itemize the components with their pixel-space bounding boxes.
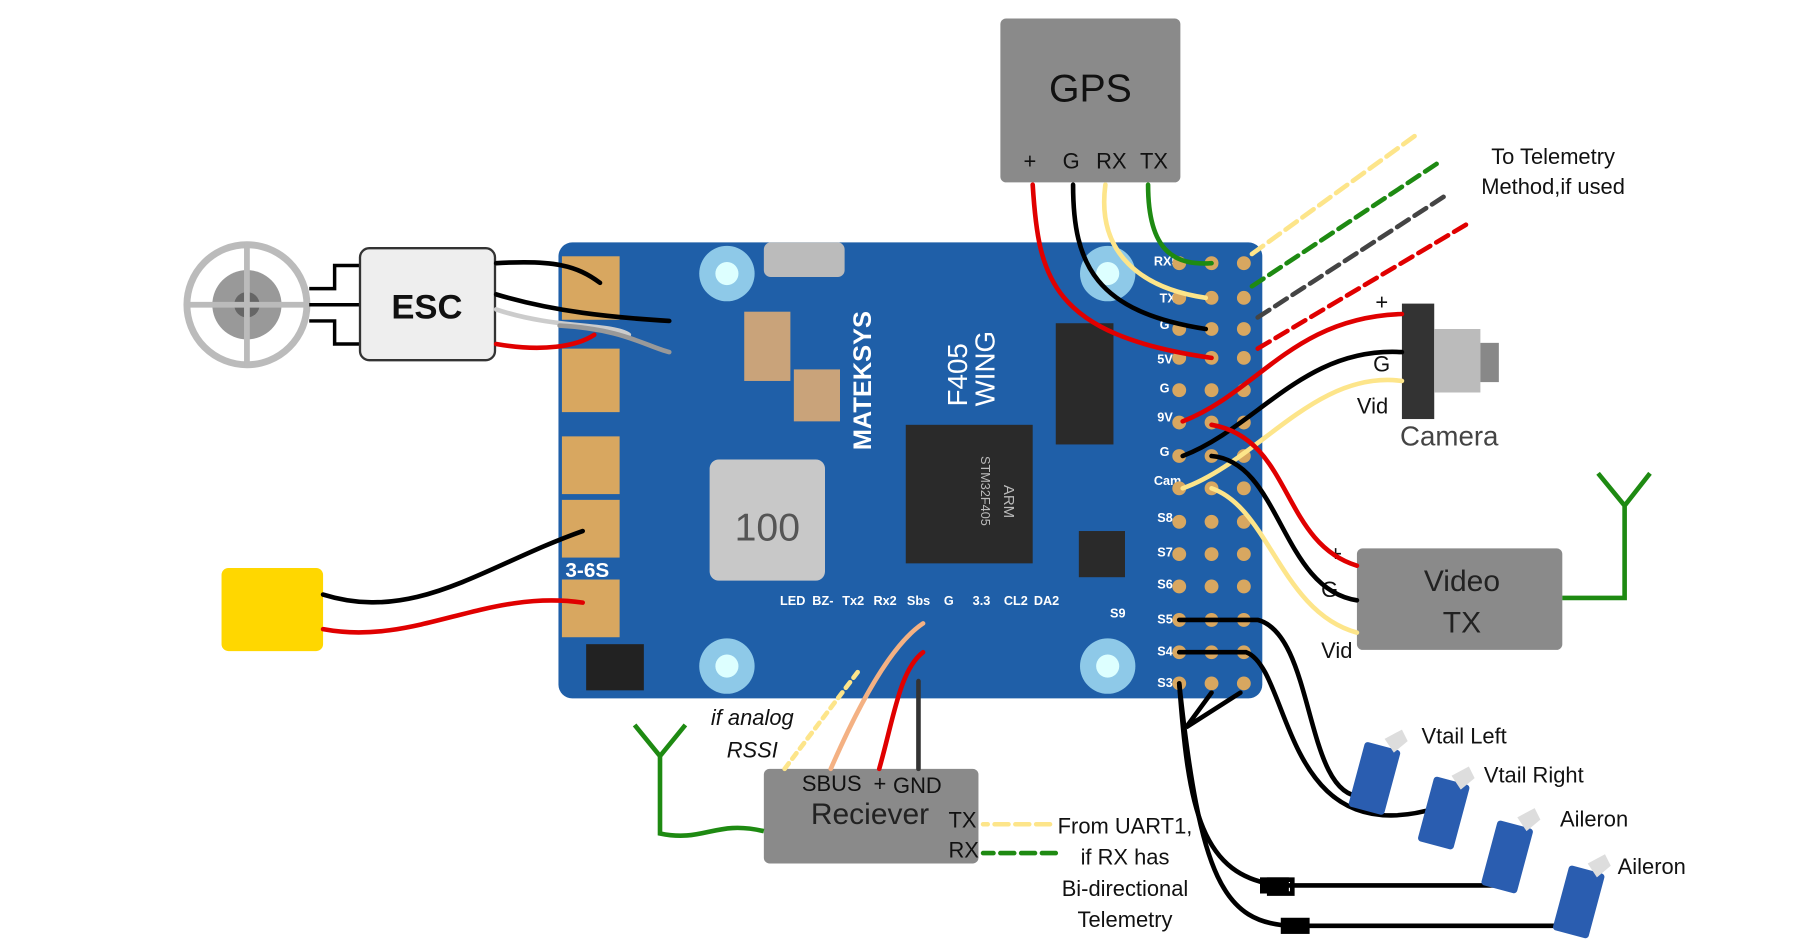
svg-text:TX: TX (1160, 291, 1177, 305)
servo-label-aileron-1: Aileron (1560, 807, 1628, 832)
motor-icon (183, 241, 360, 369)
rssi-note-line1: if analog (711, 705, 794, 730)
svg-text:CL2: CL2 (1004, 594, 1028, 608)
rssi-note-line2: RSSI (727, 737, 778, 762)
servo-vtail-right: Vtail Right (1418, 763, 1584, 850)
receiver-pin-plus: + (873, 771, 886, 796)
svg-text:G: G (1160, 445, 1170, 459)
battery-voltage-label: 3-6S (565, 559, 609, 582)
board-brand: MATEKSYS (849, 311, 877, 450)
mcu-brand: ARM (1000, 485, 1017, 518)
svg-text:9V: 9V (1157, 410, 1173, 424)
vtx-wires (1209, 422, 1360, 635)
receiver-pin-rx: RX (948, 838, 979, 863)
uart-note-line2: if RX has (1081, 845, 1170, 870)
board-model-line1: F405 (942, 343, 973, 406)
svg-text:S4: S4 (1157, 645, 1173, 659)
inductor-label: 100 (735, 505, 800, 549)
servo-wires (1176, 617, 1572, 934)
svg-text:S7: S7 (1157, 545, 1173, 559)
svg-text:5V: 5V (1157, 353, 1173, 367)
vtx-antenna-icon (1562, 471, 1652, 601)
svg-text:S5: S5 (1157, 612, 1173, 626)
servo-label-vtail-left: Vtail Left (1422, 723, 1507, 748)
uart-note-line3: Bi-directional (1062, 876, 1189, 901)
telemetry-note-line2: Method,if used (1481, 174, 1625, 199)
svg-text:G: G (944, 594, 954, 608)
gps-pin-tx: TX (1140, 149, 1168, 174)
camera-wires (1180, 311, 1405, 491)
uart-note-line1: From UART1, (1058, 813, 1193, 838)
servo-vtail-left: Vtail Left (1348, 723, 1507, 815)
telemetry-note-line1: To Telemetry (1491, 144, 1615, 169)
flight-controller-board: 100 ARM STM32F405 MATEKSYS F405 WING 3-6… (558, 242, 1263, 699)
vtx-pin-vid: Vid (1321, 638, 1352, 663)
uart-note-line4: Telemetry (1078, 907, 1173, 932)
board-model-line2: WING (970, 331, 1001, 406)
svg-text:S6: S6 (1157, 578, 1173, 592)
svg-text:RX5: RX5 (1154, 255, 1179, 269)
camera-pin-plus: + (1375, 289, 1388, 314)
right-pin-labels: RX5 TX G 5V G 9V G Cam S8 S7 S6 S5 S4 S3… (1110, 255, 1181, 690)
servo-aileron-1: Aileron (1481, 807, 1628, 894)
camera-pin-vid: Vid (1357, 393, 1388, 418)
receiver-antenna-icon (632, 723, 765, 839)
receiver-label: Reciever (811, 798, 929, 831)
svg-text:S3: S3 (1157, 676, 1173, 690)
svg-text:LED: LED (780, 594, 805, 608)
servo-aileron-2: Aileron (1553, 854, 1686, 939)
svg-text:DA2: DA2 (1034, 594, 1059, 608)
svg-text:Sbs: Sbs (907, 594, 930, 608)
svg-text:S8: S8 (1157, 511, 1173, 525)
camera-label: Camera (1400, 421, 1499, 452)
receiver-wires (782, 621, 1059, 856)
camera-pin-g: G (1373, 352, 1390, 377)
svg-text:BZ-: BZ- (812, 594, 833, 608)
camera: Camera + G Vid (1357, 289, 1499, 451)
vtx-label-line2: TX (1443, 607, 1481, 640)
video-transmitter: Video TX + G Vid (1321, 471, 1652, 663)
svg-text:G: G (1160, 318, 1170, 332)
svg-text:S9: S9 (1110, 607, 1126, 621)
mcu-model: STM32F405 (978, 456, 992, 526)
esc-wires (493, 259, 672, 355)
svg-text:Tx2: Tx2 (842, 594, 864, 608)
gps-pin-rx: RX (1096, 149, 1127, 174)
esc: ESC (358, 247, 497, 362)
receiver-pin-gnd: GND (893, 773, 942, 798)
svg-text:3.3: 3.3 (973, 594, 991, 608)
receiver-pin-sbus: SBUS (802, 771, 862, 796)
gps-wires (1030, 182, 1214, 361)
gps-pin-plus: + (1023, 149, 1036, 174)
servo-label-aileron-2: Aileron (1618, 854, 1686, 879)
vtx-label-line1: Video (1424, 565, 1500, 598)
bottom-pin-labels: LED BZ- Tx2 Rx2 Sbs G 3.3 CL2 DA2 (780, 594, 1059, 608)
servo-label-vtail-right: Vtail Right (1484, 763, 1584, 788)
gps-label: GPS (1049, 67, 1132, 111)
battery-connector (221, 528, 585, 652)
receiver-pin-tx: TX (948, 808, 976, 833)
receiver: Reciever SBUS + GND TX RX (632, 723, 979, 864)
svg-text:G: G (1160, 381, 1170, 395)
telemetry-dashed-arrows (1249, 130, 1474, 351)
esc-label: ESC (391, 289, 462, 327)
gps-pin-g: G (1063, 149, 1080, 174)
svg-text:Rx2: Rx2 (873, 594, 896, 608)
gps-module: GPS + G RX TX (1000, 18, 1181, 183)
